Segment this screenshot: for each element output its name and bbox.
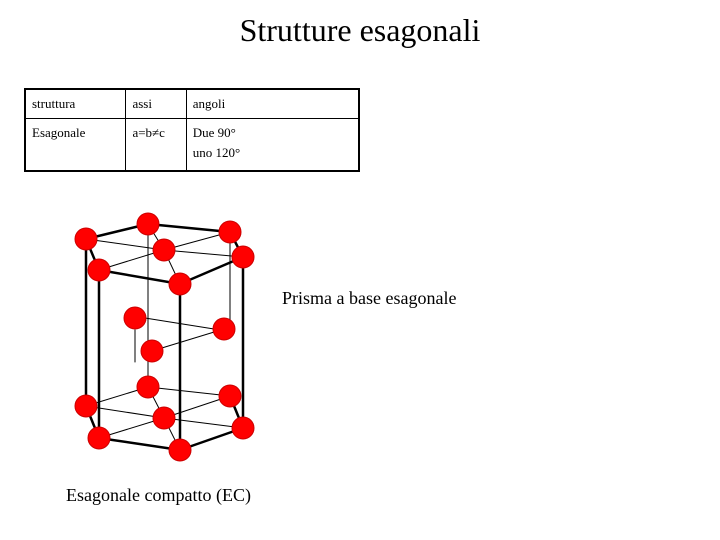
prism-label: Prisma a base esagonale (282, 288, 457, 308)
top-layer-atom (74, 227, 98, 251)
bottom-layer-atom (136, 375, 160, 399)
bottom-layer-atom (74, 394, 98, 418)
bottom-layer-atom (87, 426, 111, 450)
structure-label: Esagonale compatto (EC) (66, 485, 251, 505)
middle-layer-atom (123, 306, 147, 330)
middle-layer-guide (151, 328, 225, 352)
top-layer-atom (87, 258, 111, 282)
middle-layer-atom (140, 339, 164, 363)
bottom-hidden-edge (147, 386, 231, 397)
angle-line-2: uno 120° (192, 145, 241, 160)
angle-line-1: Due 90° (192, 125, 236, 140)
table-row: Esagonale a=b≠c Due 90° uno 120° (24, 118, 360, 172)
header-angoli: angoli (185, 88, 360, 119)
bottom-hexagon-edge (97, 436, 182, 452)
top-layer-atom (152, 238, 176, 262)
cell-angoli: Due 90° uno 120° (185, 118, 360, 172)
top-hexagon-edge (146, 222, 232, 234)
slide-title: Strutture esagonali (239, 12, 481, 48)
bottom-face-spoke (163, 417, 244, 429)
top-layer-atom (218, 220, 242, 244)
crystal-properties-table: struttura assi angoli Esagonale a=b≠c Du… (24, 88, 360, 172)
atoms (74, 212, 255, 462)
top-layer-atom (168, 272, 192, 296)
top-hexagon-edge (97, 268, 182, 286)
bottom-layer-atom (152, 406, 176, 430)
bottom-layer-atom (168, 438, 192, 462)
bottom-face-spoke (163, 395, 231, 419)
top-layer-atom (231, 245, 255, 269)
top-face-spoke (163, 249, 244, 258)
cell-assi: a=b≠c (125, 118, 187, 172)
middle-layer-atom (212, 317, 236, 341)
bottom-layer-atom (231, 416, 255, 440)
top-face-spoke (85, 238, 165, 251)
top-layer-atom (136, 212, 160, 236)
bottom-layer-atom (218, 384, 242, 408)
bottom-face-spoke (85, 405, 165, 419)
